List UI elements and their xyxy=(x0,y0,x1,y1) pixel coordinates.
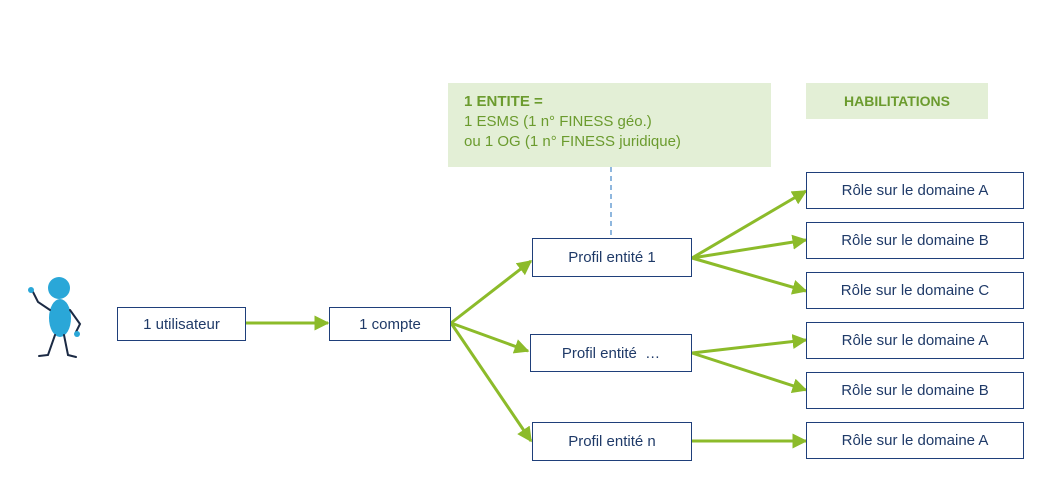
user-box: 1 utilisateur xyxy=(117,307,246,341)
entity-definition-esms: 1 ESMS (1 n° FINESS géo.) xyxy=(464,113,652,130)
role-box: Rôle sur le domaine B xyxy=(806,372,1024,409)
role-box: Rôle sur le domaine B xyxy=(806,222,1024,259)
entity-definition-og: ou 1 OG (1 n° FINESS juridique) xyxy=(464,133,681,150)
account-box: 1 compte xyxy=(329,307,451,341)
arrow-account-to-profile-1 xyxy=(450,259,533,325)
entity-definition-title: 1 ENTITE = xyxy=(464,93,543,110)
arrow-profile-mid-to-role-a xyxy=(691,334,808,355)
arrow-profile-mid-to-role-b xyxy=(691,351,808,393)
profile-box: Profil entité … xyxy=(530,334,692,372)
role-box: Rôle sur le domaine C xyxy=(806,272,1024,309)
person-figure-icon xyxy=(28,277,82,358)
arrow-account-to-profile-n xyxy=(449,322,533,443)
arrow-account-to-profile-mid xyxy=(450,321,530,354)
arrow-profile-1-to-role-a xyxy=(691,189,808,260)
role-box: Rôle sur le domaine A xyxy=(806,172,1024,209)
role-box: Rôle sur le domaine A xyxy=(806,422,1024,459)
role-box: Rôle sur le domaine A xyxy=(806,322,1024,359)
entity-definition-note: 1 ENTITE = 1 ESMS (1 n° FINESS géo.) ou … xyxy=(448,83,771,167)
profile-box: Profil entité 1 xyxy=(532,238,692,277)
habilitations-heading: HABILITATIONS xyxy=(806,83,988,119)
profile-box: Profil entité n xyxy=(532,422,692,461)
arrow-profile-1-to-role-c xyxy=(691,256,808,295)
arrow-profile-1-to-role-b xyxy=(691,234,808,260)
